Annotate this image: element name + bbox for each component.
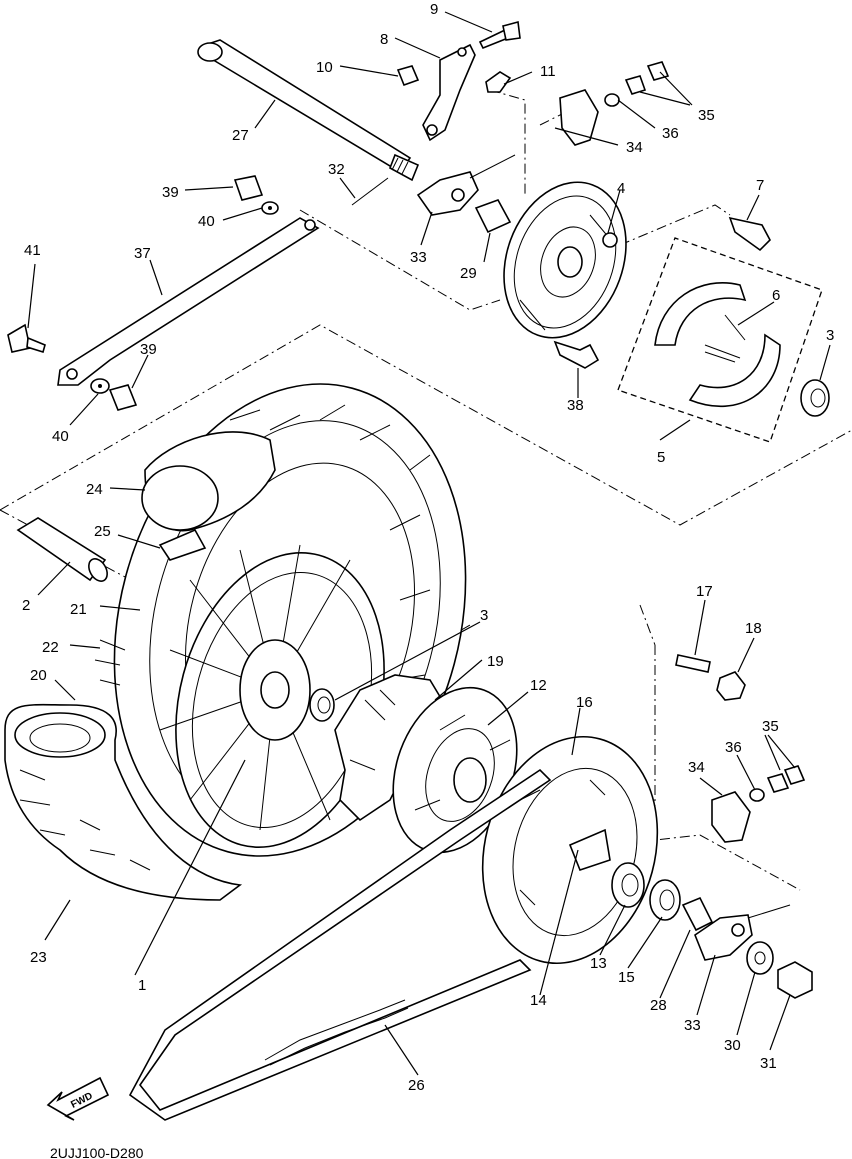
sprocket-stud-and-nut bbox=[675, 654, 746, 701]
part-label-3-upper: 3 bbox=[826, 327, 834, 344]
part-label-6: 6 bbox=[772, 287, 780, 304]
part-label-28: 28 bbox=[650, 997, 667, 1014]
part-label-8: 8 bbox=[380, 31, 388, 48]
part-label-20: 20 bbox=[30, 667, 47, 684]
part-label-36-upper: 36 bbox=[662, 125, 679, 142]
part-label-3-lower: 3 bbox=[480, 607, 488, 624]
wheel-bearing-lower bbox=[309, 688, 335, 722]
wheel-bearing-upper bbox=[800, 379, 830, 417]
part-label-37: 37 bbox=[134, 245, 151, 262]
part-label-36-lower: 36 bbox=[725, 739, 742, 756]
part-label-11: 11 bbox=[540, 63, 556, 80]
part-label-13: 13 bbox=[590, 955, 607, 972]
wheel-collar bbox=[16, 517, 108, 582]
part-label-14: 14 bbox=[530, 992, 547, 1009]
part-label-21: 21 bbox=[70, 601, 87, 618]
drive-chain bbox=[128, 768, 552, 1121]
rear-axle bbox=[197, 39, 420, 182]
spoke-nipples bbox=[94, 639, 126, 686]
part-label-30: 30 bbox=[724, 1037, 741, 1054]
tension-bar bbox=[57, 217, 320, 386]
part-label-33-upper: 33 bbox=[410, 249, 427, 266]
part-label-19: 19 bbox=[487, 653, 504, 670]
part-label-32: 32 bbox=[328, 161, 345, 178]
part-label-7: 7 bbox=[756, 177, 764, 194]
part-label-39-lower: 39 bbox=[140, 341, 157, 358]
part-label-22: 22 bbox=[42, 639, 59, 656]
part-label-23: 23 bbox=[30, 949, 47, 966]
brake-shoe-plate bbox=[503, 181, 627, 369]
part-label-18: 18 bbox=[745, 620, 762, 637]
part-label-10: 10 bbox=[316, 59, 333, 76]
part-label-5: 5 bbox=[657, 449, 665, 466]
brake-cam bbox=[728, 216, 771, 252]
part-label-41: 41 bbox=[24, 242, 41, 259]
rim-band-and-tube bbox=[141, 431, 276, 561]
brake-shoe-set bbox=[617, 237, 823, 443]
part-label-26: 26 bbox=[408, 1077, 425, 1094]
part-label-25: 25 bbox=[94, 523, 111, 540]
part-label-1: 1 bbox=[138, 977, 146, 994]
part-label-27: 27 bbox=[232, 127, 249, 144]
diagram-code: 2UJJ100-D280 bbox=[50, 1145, 144, 1159]
part-number-labels: 1 2 3 3 4 5 6 7 8 9 10 11 12 13 14 15 16… bbox=[22, 1, 834, 1094]
chain-adjuster-upper bbox=[416, 154, 516, 234]
part-label-31: 31 bbox=[760, 1055, 777, 1072]
part-label-15: 15 bbox=[618, 969, 635, 986]
chain-adjuster-lower bbox=[694, 904, 813, 999]
part-label-34-lower: 34 bbox=[688, 759, 705, 776]
adjuster-block-lower bbox=[711, 765, 806, 843]
leader-lines bbox=[27, 11, 831, 1076]
part-label-40-upper: 40 bbox=[198, 213, 215, 230]
part-label-29: 29 bbox=[460, 265, 477, 282]
forward-arrow-icon: FWD bbox=[46, 1076, 110, 1121]
tire-cutaway bbox=[4, 703, 243, 901]
part-label-2: 2 bbox=[22, 597, 30, 614]
part-label-12: 12 bbox=[530, 677, 547, 694]
part-label-24: 24 bbox=[86, 481, 103, 498]
part-label-34-upper: 34 bbox=[626, 139, 643, 156]
part-label-38: 38 bbox=[567, 397, 584, 414]
part-label-4: 4 bbox=[617, 180, 625, 197]
sprocket-bearings-and-collars bbox=[611, 862, 714, 932]
part-label-35-upper: 35 bbox=[698, 107, 715, 124]
part-label-16: 16 bbox=[576, 694, 593, 711]
part-label-35-lower: 35 bbox=[762, 718, 779, 735]
part-label-33-lower: 33 bbox=[684, 1017, 701, 1034]
part-label-39-upper: 39 bbox=[162, 184, 179, 201]
small-hardware-upper bbox=[7, 20, 670, 411]
part-label-17: 17 bbox=[696, 583, 713, 600]
part-label-9: 9 bbox=[430, 1, 438, 18]
part-label-40-lower: 40 bbox=[52, 428, 69, 445]
